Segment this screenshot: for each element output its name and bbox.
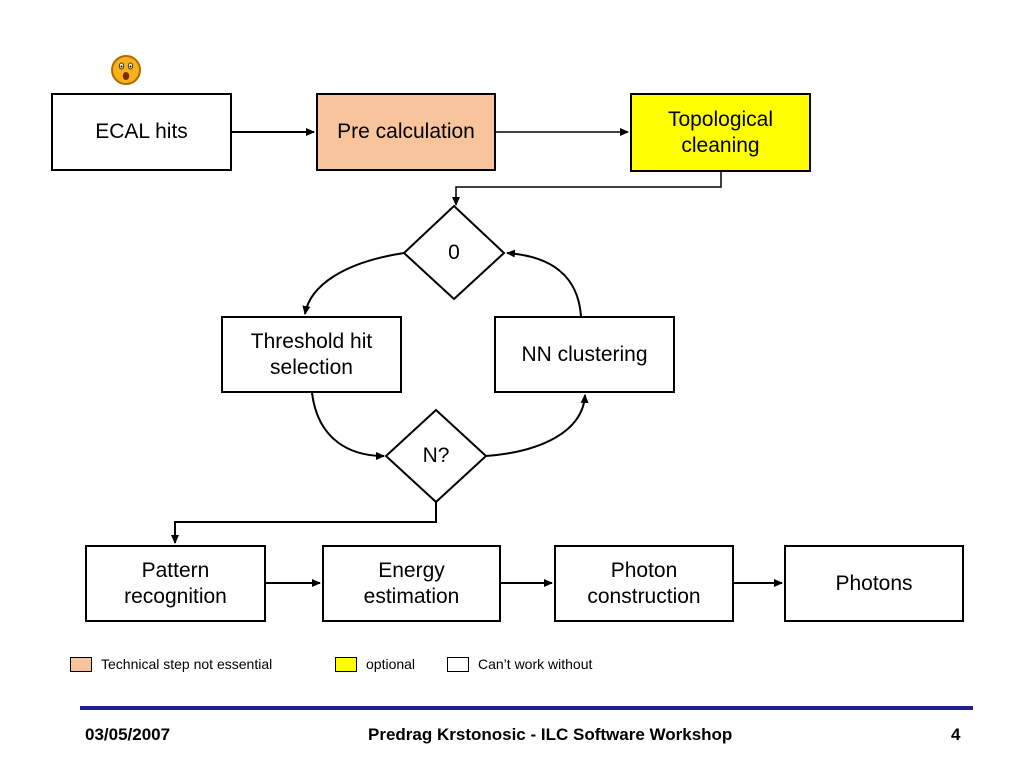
photons-label: Photons	[835, 571, 913, 595]
energy-estimation-label: Energy estimation	[363, 559, 460, 608]
arrow-topo-to-zero	[452, 172, 722, 206]
nn-clustering-label: NN clustering	[521, 342, 648, 366]
arrow-zero-to-threshold	[302, 252, 405, 315]
nn-clustering-box: NN clustering	[494, 316, 675, 393]
surprised-face-icon	[111, 55, 141, 85]
decision-zero-diamond	[402, 204, 506, 301]
ecal-hits-box: ECAL hits	[51, 93, 232, 171]
legend-label-technical: Technical step not essential	[101, 656, 273, 672]
legend-swatch-required	[447, 656, 469, 672]
legend-swatch-technical	[70, 656, 92, 672]
arrow-threshold-to-n	[311, 392, 385, 460]
legend-label-required: Can’t work without	[478, 656, 593, 672]
legend-swatch-optional	[335, 656, 357, 672]
legend-item-optional: optional	[335, 656, 415, 672]
arrow-n-to-pattern	[171, 502, 437, 544]
threshold-hit-selection-box: Threshold hit selection	[221, 316, 402, 393]
legend-label-optional: optional	[366, 656, 416, 672]
footer-date: 03/05/2007	[85, 725, 171, 744]
threshold-hit-selection-label: Threshold hit selection	[250, 330, 373, 379]
ecal-hits-label: ECAL hits	[95, 120, 188, 144]
arrow-nn-to-zero	[506, 249, 582, 317]
decision-n-label: N?	[422, 444, 450, 467]
legend-item-required: Can’t work without	[447, 656, 592, 672]
pattern-recognition-label: Pattern recognition	[124, 559, 227, 608]
energy-estimation-box: Energy estimation	[322, 545, 501, 622]
legend-item-technical: Technical step not essential	[70, 656, 272, 672]
photons-box: Photons	[784, 545, 964, 622]
pre-calculation-label: Pre calculation	[337, 120, 475, 144]
pre-calculation-box: Pre calculation	[316, 93, 496, 171]
arrow-n-to-nn	[485, 394, 589, 457]
footer-title: Predrag Krstonosic - ILC Software Worksh…	[368, 725, 733, 744]
photon-construction-label: Photon construction	[587, 559, 701, 608]
photon-construction-box: Photon construction	[554, 545, 734, 622]
pattern-recognition-box: Pattern recognition	[85, 545, 266, 622]
footer-divider	[80, 706, 973, 710]
topological-cleaning-label: Topological cleaning	[667, 108, 774, 157]
decision-zero-label: 0	[448, 241, 460, 264]
topological-cleaning-box: Topological cleaning	[630, 93, 811, 172]
footer-page-number: 4	[951, 725, 961, 744]
